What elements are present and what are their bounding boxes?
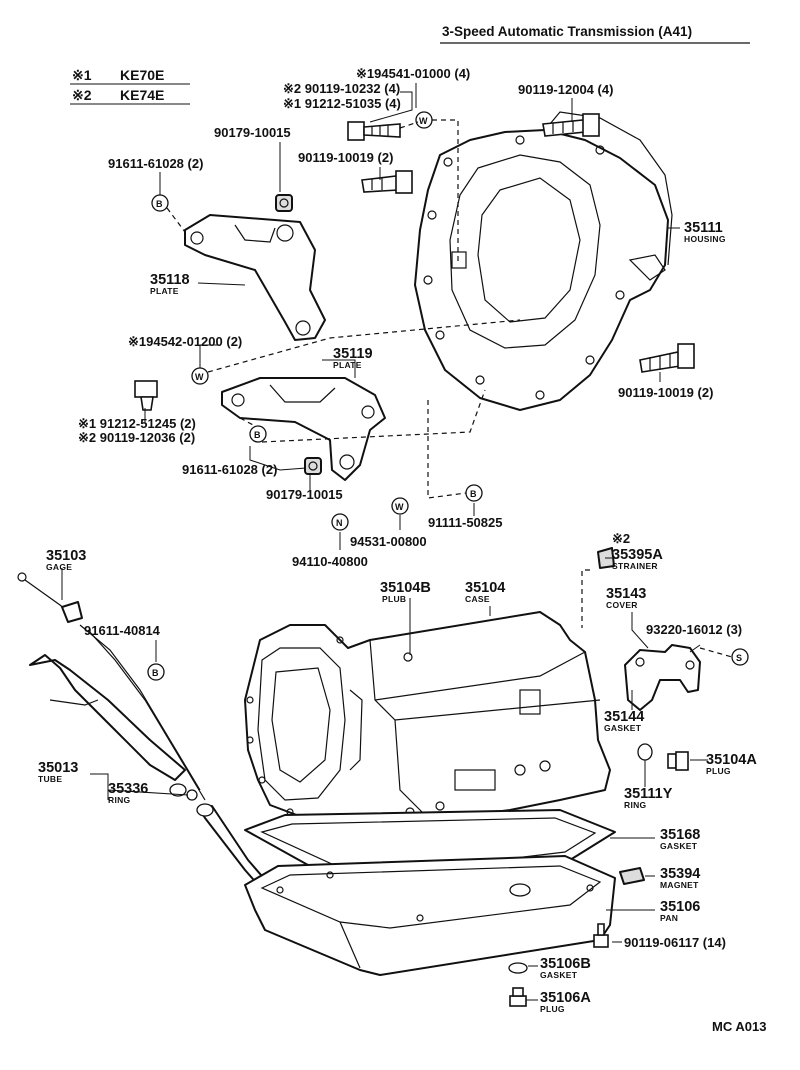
label-91611-40814: 91611-40814 — [84, 623, 161, 638]
label-91212-51035: ※1 91212-51035 (4) — [283, 96, 401, 111]
bolt-symbol-text: B — [254, 430, 261, 440]
washer-symbol-text: W — [195, 372, 204, 382]
bolt-90119-10019-top — [361, 170, 413, 194]
label-35394: 35394 — [660, 866, 700, 882]
label-35103: 35103 — [46, 548, 86, 564]
drain-gasket-drawing — [508, 962, 528, 974]
label-35104A-name: PLUG — [706, 766, 731, 776]
label-35168: 35168 — [660, 827, 700, 843]
key-mark-1: ※1 — [72, 67, 92, 83]
nut-symbol — [331, 513, 349, 531]
label-94531-00800: 94531-00800 — [350, 534, 427, 549]
label-35106B-name: GASKET — [540, 970, 578, 980]
label-91212-51245: ※1 91212-51245 (2) — [78, 416, 196, 431]
label-35395A: 35395A — [612, 547, 663, 563]
label-91611-61028-bottom: 91611-61028 (2) — [182, 462, 277, 477]
label-35106-name: PAN — [660, 913, 678, 923]
footer-code: MC A013 — [712, 1019, 766, 1034]
housing-drawing — [414, 111, 673, 411]
key-model-1: KE70E — [120, 67, 164, 83]
label-35118-name: PLATE — [150, 286, 179, 296]
label-90119-10019-top: 90119-10019 (2) — [298, 150, 393, 165]
bolt-90119-12004 — [542, 113, 600, 137]
nut-90179-10015-bottom — [304, 457, 322, 475]
label-194542-01200: ※194542-01200 (2) — [128, 334, 242, 349]
label-93220-16012: 93220-16012 (3) — [646, 622, 742, 637]
plate-35118-drawing — [184, 214, 326, 341]
diagram-title: 3-Speed Automatic Transmission (A41) — [442, 24, 692, 39]
ring-35111y-drawing — [637, 743, 653, 761]
bolt-91212-51035 — [347, 121, 401, 141]
pan-drawing — [244, 855, 616, 976]
label-35168-name: GASKET — [660, 841, 698, 851]
model-key: ※1 KE70E ※2 KE74E — [70, 67, 190, 105]
label-90119-10019-right: 90119-10019 (2) — [618, 385, 713, 400]
label-35144-name: GASKET — [604, 723, 642, 733]
case-drawing — [244, 611, 611, 831]
washer-symbol — [391, 497, 409, 515]
nut-90179-10015-top — [275, 194, 293, 212]
plate-35119-drawing — [221, 377, 386, 481]
label-35104: 35104 — [465, 580, 505, 596]
bolt-symbol — [147, 663, 165, 681]
label-35104-name: CASE — [465, 594, 490, 604]
pan-bolt-drawing — [593, 923, 609, 948]
label-35395A-name: STRAINER — [612, 561, 658, 571]
key-mark-2: ※2 — [72, 87, 92, 103]
label-35106A: 35106A — [540, 990, 591, 1006]
magnet-drawing — [619, 867, 645, 885]
cover-35143-drawing — [624, 644, 701, 711]
label-91111-50825: 91111-50825 — [428, 515, 502, 530]
bolt-symbol-text: B — [156, 199, 163, 209]
key-model-2: KE74E — [120, 87, 164, 103]
screw-symbol-text: S — [736, 653, 742, 663]
washer-symbol-text: W — [419, 116, 428, 126]
label-35143: 35143 — [606, 586, 646, 602]
label-35119: 35119 — [333, 346, 373, 362]
label-35111-name: HOUSING — [684, 234, 726, 244]
label-35336: 35336 — [108, 781, 148, 797]
plug-35104a-drawing — [667, 751, 689, 771]
drain-plug-drawing — [509, 987, 527, 1007]
dipstick-drawing — [17, 572, 206, 801]
label-35013: 35013 — [38, 760, 78, 776]
label-194541-01000: ※194541-01000 (4) — [356, 66, 470, 81]
label-35394-name: MAGNET — [660, 880, 699, 890]
label-35013-name: TUBE — [38, 774, 62, 784]
label-35104B-name: PLUB — [382, 594, 406, 604]
nut-symbol-text: N — [336, 518, 343, 528]
label-35119-name: PLATE — [333, 360, 362, 370]
bolt-symbol-text: B — [470, 489, 477, 499]
label-35144: 35144 — [604, 709, 644, 725]
label-35103-name: GAGE — [46, 562, 72, 572]
label-35143-name: COVER — [606, 600, 638, 610]
washer-symbol-text: W — [395, 502, 404, 512]
label-35104B: 35104B — [380, 580, 431, 596]
label-35111Y-name: RING — [624, 800, 647, 810]
screw-symbol — [731, 648, 749, 666]
label-90119-12004: 90119-12004 (4) — [518, 82, 613, 97]
label-35336-name: RING — [108, 795, 131, 805]
label-90119-10232: ※2 90119-10232 (4) — [283, 81, 400, 96]
bolt-symbol-text: B — [152, 668, 159, 678]
label-90119-12036: ※2 90119-12036 (2) — [78, 430, 195, 445]
label-90119-06117: 90119-06117 (14) — [624, 935, 726, 950]
label-91611-61028-top: 91611-61028 (2) — [108, 156, 203, 171]
bolt-90119-10019-right — [639, 343, 695, 373]
label-35106: 35106 — [660, 899, 700, 915]
label-90179-10015-bottom: 90179-10015 — [266, 487, 343, 502]
label-35118: 35118 — [150, 272, 190, 288]
label-35104A: 35104A — [706, 752, 757, 768]
label-94110-40800: 94110-40800 — [292, 554, 368, 569]
label-35111Y: 35111Y — [624, 786, 673, 802]
label-90179-10015-top: 90179-10015 — [214, 125, 291, 140]
label-35395A-mark: ※2 — [612, 531, 630, 546]
bolt-91212-51245 — [134, 380, 158, 411]
label-35106A-name: PLUG — [540, 1004, 565, 1014]
bolt-symbol — [249, 425, 267, 443]
label-35106B: 35106B — [540, 956, 591, 972]
label-35111: 35111 — [684, 220, 723, 236]
